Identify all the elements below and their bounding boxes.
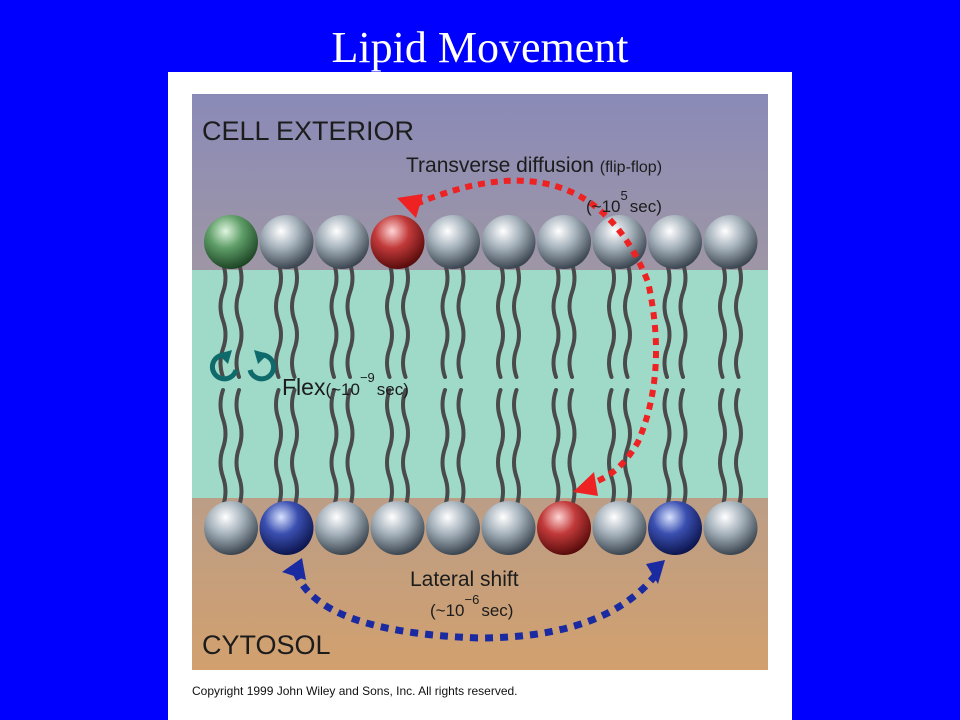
outer-leaflet-heads bbox=[204, 215, 758, 269]
flipflop-arrowhead-top bbox=[397, 194, 423, 218]
outer-lipid-head-gray-7 bbox=[537, 215, 591, 269]
slide-title: Lipid Movement bbox=[331, 23, 629, 72]
lipid-tail bbox=[496, 262, 505, 379]
lipid-tail bbox=[496, 388, 505, 508]
lipid-tail bbox=[607, 388, 616, 508]
cell-exterior-label: CELL EXTERIOR bbox=[202, 116, 414, 146]
inner-lipid-head-gray-4 bbox=[370, 501, 425, 555]
lipid-tail bbox=[456, 262, 466, 379]
lipid-tail bbox=[345, 388, 355, 508]
transverse-rate-label: (~105sec) bbox=[586, 188, 662, 216]
outer-lipid-head-red-4 bbox=[370, 215, 425, 269]
lipid-tail bbox=[218, 388, 228, 508]
outer-lipid-head-gray-2 bbox=[259, 215, 314, 269]
inner-lipid-head-gray-6 bbox=[481, 501, 536, 555]
lateral-shift-label: Lateral shift bbox=[410, 568, 519, 591]
lipid-tail bbox=[234, 262, 244, 379]
lipid-tail bbox=[551, 388, 561, 508]
outer-lipid-head-gray-3 bbox=[315, 215, 369, 269]
outer-lipid-head-gray-6 bbox=[481, 215, 536, 269]
lipid-tail bbox=[512, 388, 521, 508]
lipid-tail bbox=[734, 388, 743, 508]
inner-lipid-head-red-7 bbox=[537, 501, 591, 555]
membrane-core bbox=[192, 270, 768, 498]
lipid-tail bbox=[401, 388, 410, 508]
lipid-tail bbox=[678, 388, 688, 508]
copyright-notice: Copyright 1999 John Wiley and Sons, Inc.… bbox=[192, 684, 518, 698]
lipid-tail bbox=[274, 388, 283, 508]
lipid-tail bbox=[567, 388, 577, 508]
lateral-arrowhead-right bbox=[646, 560, 665, 584]
inner-lipid-head-gray-10 bbox=[703, 501, 758, 555]
outer-lipid-head-gray-9 bbox=[648, 215, 702, 269]
lipid-tail bbox=[401, 262, 410, 379]
lipid-tail bbox=[623, 388, 632, 508]
outer-lipid-head-gray-5 bbox=[426, 215, 480, 269]
lipid-tail bbox=[345, 262, 355, 379]
lipid-tail bbox=[623, 262, 632, 379]
inner-lipid-head-gray-8 bbox=[592, 501, 647, 555]
lateral-rate-label: (~10−6sec) bbox=[430, 592, 513, 620]
lipid-tail bbox=[440, 262, 450, 379]
lipid-tail bbox=[512, 262, 521, 379]
lipid-tail bbox=[274, 262, 283, 379]
lipid-tail bbox=[440, 388, 450, 508]
lipid-tail bbox=[567, 262, 577, 379]
cytosol-label: CYTOSOL bbox=[202, 630, 331, 660]
inner-lipid-head-gray-1 bbox=[204, 501, 258, 555]
inner-leaflet-heads bbox=[204, 501, 758, 555]
inner-lipid-head-gray-3 bbox=[315, 501, 369, 555]
outer-lipid-head-green-1 bbox=[204, 215, 258, 269]
lipid-tail bbox=[662, 388, 672, 508]
lipid-tail bbox=[290, 388, 299, 508]
lipid-tail bbox=[607, 262, 616, 379]
fatty-acid-tails bbox=[218, 262, 743, 508]
lipid-tail bbox=[385, 388, 394, 508]
lipid-tail bbox=[385, 262, 394, 379]
lipid-tail bbox=[734, 262, 743, 379]
lipid-bilayer-diagram: CELL EXTERIOR Transverse diffusion (flip… bbox=[192, 94, 768, 670]
lipid-tail bbox=[718, 262, 727, 379]
flex-label: Flex(~10−9sec) bbox=[282, 370, 409, 400]
lipid-tail bbox=[551, 262, 561, 379]
lipid-tail bbox=[290, 262, 299, 379]
lipid-tail bbox=[329, 388, 339, 508]
lateral-arrowhead-left bbox=[282, 558, 306, 580]
lipid-tail bbox=[678, 262, 688, 379]
lipid-tail bbox=[234, 388, 244, 508]
outer-lipid-head-gray-8 bbox=[592, 215, 647, 269]
lipid-tail bbox=[329, 262, 339, 379]
lateral-arrow-path bbox=[292, 569, 661, 642]
lipid-tail bbox=[662, 262, 672, 379]
inner-lipid-head-gray-5 bbox=[426, 501, 480, 555]
flipflop-arrowhead-bottom bbox=[573, 472, 598, 496]
figure-panel: CELL EXTERIOR Transverse diffusion (flip… bbox=[168, 72, 792, 720]
inner-lipid-head-blue-9 bbox=[648, 501, 702, 555]
inner-lipid-head-blue-2 bbox=[259, 501, 314, 555]
flex-arrows-icon bbox=[209, 350, 277, 382]
lipid-tail bbox=[718, 388, 727, 508]
transverse-diffusion-label: Transverse diffusion (flip-flop) bbox=[406, 154, 662, 177]
lipid-tail bbox=[456, 388, 466, 508]
outer-lipid-head-gray-10 bbox=[703, 215, 758, 269]
